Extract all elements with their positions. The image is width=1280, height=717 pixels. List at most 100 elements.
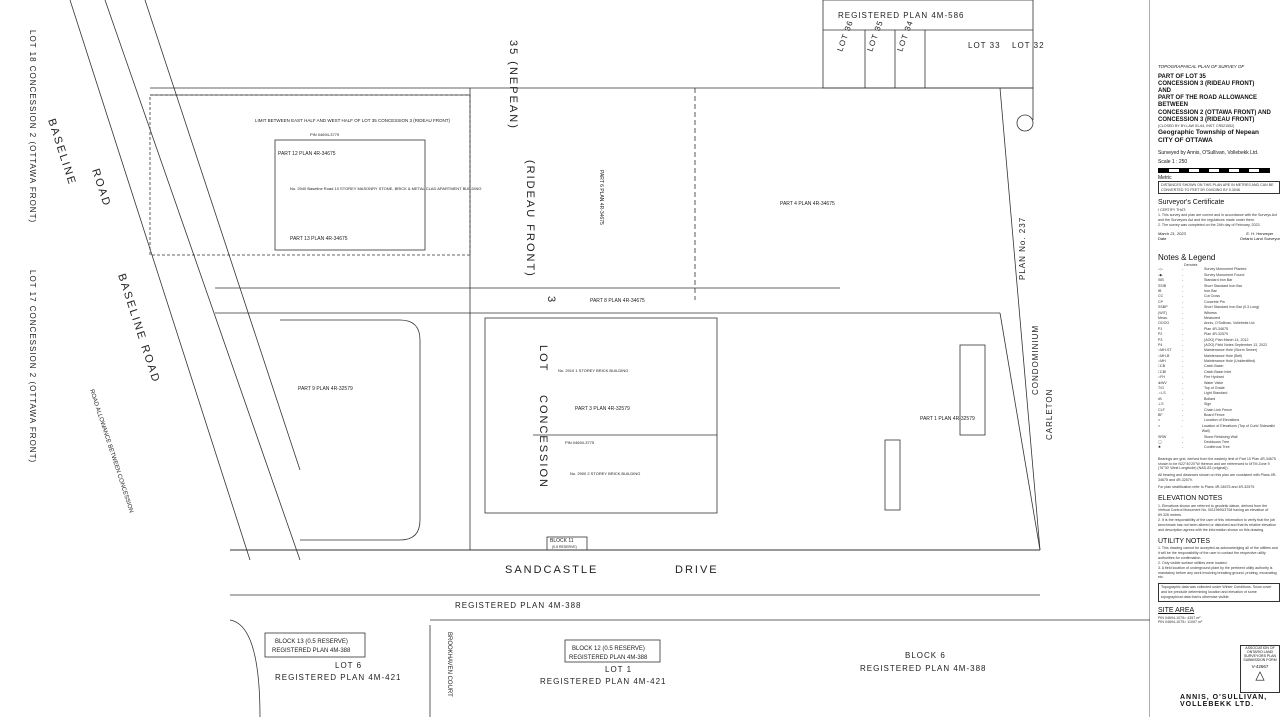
legend-dash: - bbox=[1182, 353, 1184, 358]
legend-item: ○MH-B-Maintenance Hole (Bell) bbox=[1158, 354, 1280, 359]
label-lot32: LOT 32 bbox=[1012, 41, 1045, 50]
legend-symbol: IB bbox=[1158, 289, 1162, 293]
legend-item: Meas.-Measured bbox=[1158, 316, 1280, 321]
label-plan-no: PLAN No. 237 bbox=[1018, 217, 1027, 280]
label-part12: PART 12 PLAN 4R-34675 bbox=[278, 151, 336, 157]
triangle-icon: △ bbox=[1255, 668, 1265, 682]
baseline-road-edge bbox=[104, 0, 301, 561]
legend-symbol: CP bbox=[1158, 299, 1163, 304]
utility-note: 1. This drawing cannot be accepted as ac… bbox=[1158, 546, 1278, 561]
legend-desc: Concrete Pin bbox=[1204, 299, 1225, 304]
label-block12-plan: REGISTERED PLAN 4M-388 bbox=[569, 655, 648, 661]
label-sandcastle: SANDCASTLE bbox=[505, 564, 598, 576]
legend-symbol: SRW bbox=[1158, 434, 1167, 439]
legend-dash: - bbox=[1182, 348, 1184, 353]
legend-desc: Maintenance Hole (Unidentified) bbox=[1204, 359, 1256, 364]
label-drive: DRIVE bbox=[675, 564, 719, 576]
label-lot6-plan: REGISTERED PLAN 4M-421 bbox=[275, 673, 401, 682]
label-nepean: 35 (NEPEAN) bbox=[507, 40, 519, 130]
legend-dash: - bbox=[1182, 337, 1184, 342]
label-road: ROAD bbox=[89, 167, 113, 209]
title-line: AND bbox=[1158, 88, 1171, 94]
certificate-item: 1. This survey and plan are correct and … bbox=[1158, 213, 1277, 222]
legend-desc: Top of Grade bbox=[1204, 386, 1225, 391]
label-block11: BLOCK 11 bbox=[550, 538, 574, 544]
legend-desc: Annis, O'Sullivan, Vollebekk Ltd. bbox=[1204, 321, 1256, 326]
label-lot1: LOT 1 bbox=[605, 665, 632, 674]
label-lot: LOT bbox=[537, 345, 549, 372]
legend-item: P1-Plan 4R-34675 bbox=[1158, 327, 1280, 332]
legend-desc: Short Standard Iron Bar bbox=[1204, 283, 1242, 288]
legend-dash: - bbox=[1182, 375, 1184, 380]
legend-dash: - bbox=[1182, 294, 1184, 299]
label-rideau-front: (RIDEAU FRONT) bbox=[524, 160, 536, 278]
bearings-note-2: All bearing and distances shown on this … bbox=[1158, 473, 1277, 483]
legend-dash: - bbox=[1182, 418, 1184, 423]
elevation-note: 2. It is the responsibility of the user … bbox=[1158, 518, 1277, 532]
legend-item: SRW - Stone Retaining Wall bbox=[1158, 435, 1280, 440]
legend-symbol: ○MH-B bbox=[1158, 353, 1170, 358]
legend-item: CC-Cut Cross bbox=[1158, 294, 1280, 299]
label-building-2: No. 2910 1 STOREY BRICK BUILDING bbox=[558, 368, 628, 373]
label-lot17: LOT 17 CONCESSION 2 (OTTAWA FRONT) bbox=[28, 270, 37, 463]
label-pin1: PIN 04694-3779 bbox=[310, 132, 340, 137]
legend-symbol: ⊥S bbox=[1158, 402, 1164, 407]
label-building-1: No. 2940 Baseline Road 10 STOREY MASONRY… bbox=[290, 186, 481, 191]
label-block12: BLOCK 12 (0.5 RESERVE) bbox=[572, 646, 645, 652]
legend-desc: Stone Retaining Wall bbox=[1204, 434, 1238, 439]
certificate-item: 2. The survey was completed on the 24th … bbox=[1158, 222, 1261, 227]
legend-dash: - bbox=[1182, 299, 1184, 304]
legend-desc: Measured bbox=[1204, 315, 1220, 320]
legend-dash: - bbox=[1182, 402, 1184, 407]
legend-desc: Location of Elevations bbox=[1204, 418, 1240, 423]
legend-item: □CBI-Catch Basin Inlet bbox=[1158, 370, 1280, 375]
legend-symbol: × bbox=[1158, 423, 1161, 428]
legend-desc: Iron Bar bbox=[1204, 289, 1217, 293]
legend-symbol: BF bbox=[1158, 412, 1163, 417]
scale-text: Scale 1 : 250 bbox=[1158, 159, 1188, 166]
north-arrow-icon bbox=[1016, 114, 1034, 132]
legend-desc: Board Fence bbox=[1204, 412, 1225, 417]
title-line: CONCESSION 3 (RIDEAU FRONT) bbox=[1158, 116, 1255, 123]
legend-dash: - bbox=[1182, 310, 1184, 315]
title-closed: (CLOSED BY BY-LAW 51-64, INST. CR521552) bbox=[1158, 123, 1235, 128]
legend-symbol: (WIT) bbox=[1158, 310, 1167, 315]
legend-item: P4-(AOG) Field Notes September 13, 2022 bbox=[1158, 343, 1280, 348]
label-part9: PART 9 PLAN 4R-32579 bbox=[298, 386, 353, 392]
legend-dash: - bbox=[1182, 380, 1184, 385]
label-condominium: CONDOMINIUM bbox=[1031, 325, 1040, 395]
legend-item: ⊗WV-Water Valve bbox=[1158, 381, 1280, 386]
label-lot18: LOT 18 CONCESSION 2 (OTTAWA FRONT) bbox=[28, 30, 37, 223]
label-part1: PART 1 PLAN 4R-32579 bbox=[920, 416, 975, 422]
legend-dash: - bbox=[1182, 332, 1184, 337]
legend-desc: Standard Iron Bar bbox=[1204, 278, 1233, 283]
legend-desc: (AOG) Field Notes September 13, 2022 bbox=[1204, 342, 1268, 347]
association-number: V-42667 bbox=[1251, 664, 1269, 669]
legend-symbol: ☼LS bbox=[1158, 391, 1166, 396]
label-three: 3 bbox=[545, 296, 557, 304]
legend-symbol: × bbox=[1158, 418, 1161, 423]
legend-desc: Maintenance Hole (Storm Sewer) bbox=[1204, 348, 1258, 353]
label-baseline-road: BASELINE ROAD bbox=[115, 272, 162, 385]
title-block: TOPOGRAPHICAL PLAN OF SURVEY OF PART OF … bbox=[1158, 64, 1280, 625]
site-area: SITE AREA PIN 04694-1079= 4357 m² PIN 04… bbox=[1158, 607, 1236, 625]
legend-dash: - bbox=[1182, 289, 1184, 293]
surveyor-title: Ontario Land Surveyor bbox=[1239, 235, 1280, 241]
label-block6: BLOCK 6 bbox=[905, 651, 946, 660]
legend-item: •B-Bollard bbox=[1158, 397, 1280, 402]
label-limit-line: LIMIT BETWEEN EAST HALF AND WEST HALF OF… bbox=[255, 118, 450, 123]
legend-symbol: CC bbox=[1158, 294, 1164, 299]
date-label: Date bbox=[1158, 235, 1167, 241]
legend-dash: - bbox=[1182, 439, 1184, 444]
legend-item: ⊥S-Sign bbox=[1158, 402, 1280, 407]
legend-dash: - bbox=[1182, 434, 1184, 439]
legend-dash: - bbox=[1182, 364, 1184, 369]
legend-item: -◇--Survey Monument Planted bbox=[1158, 267, 1280, 272]
title-line: CONCESSION 2 (OTTAWA FRONT) AND bbox=[1158, 109, 1271, 116]
legend-dash: - bbox=[1182, 272, 1184, 277]
legend-symbol: □CBI bbox=[1158, 369, 1167, 374]
legend-item: ×-Location of Elevations (Top of Curb/ S… bbox=[1158, 424, 1280, 435]
label-baseline: BASELINE bbox=[45, 117, 78, 187]
legend-title: Notes & Legend bbox=[1158, 252, 1216, 262]
label-reg-plan-388: REGISTERED PLAN 4M-388 bbox=[455, 601, 581, 610]
